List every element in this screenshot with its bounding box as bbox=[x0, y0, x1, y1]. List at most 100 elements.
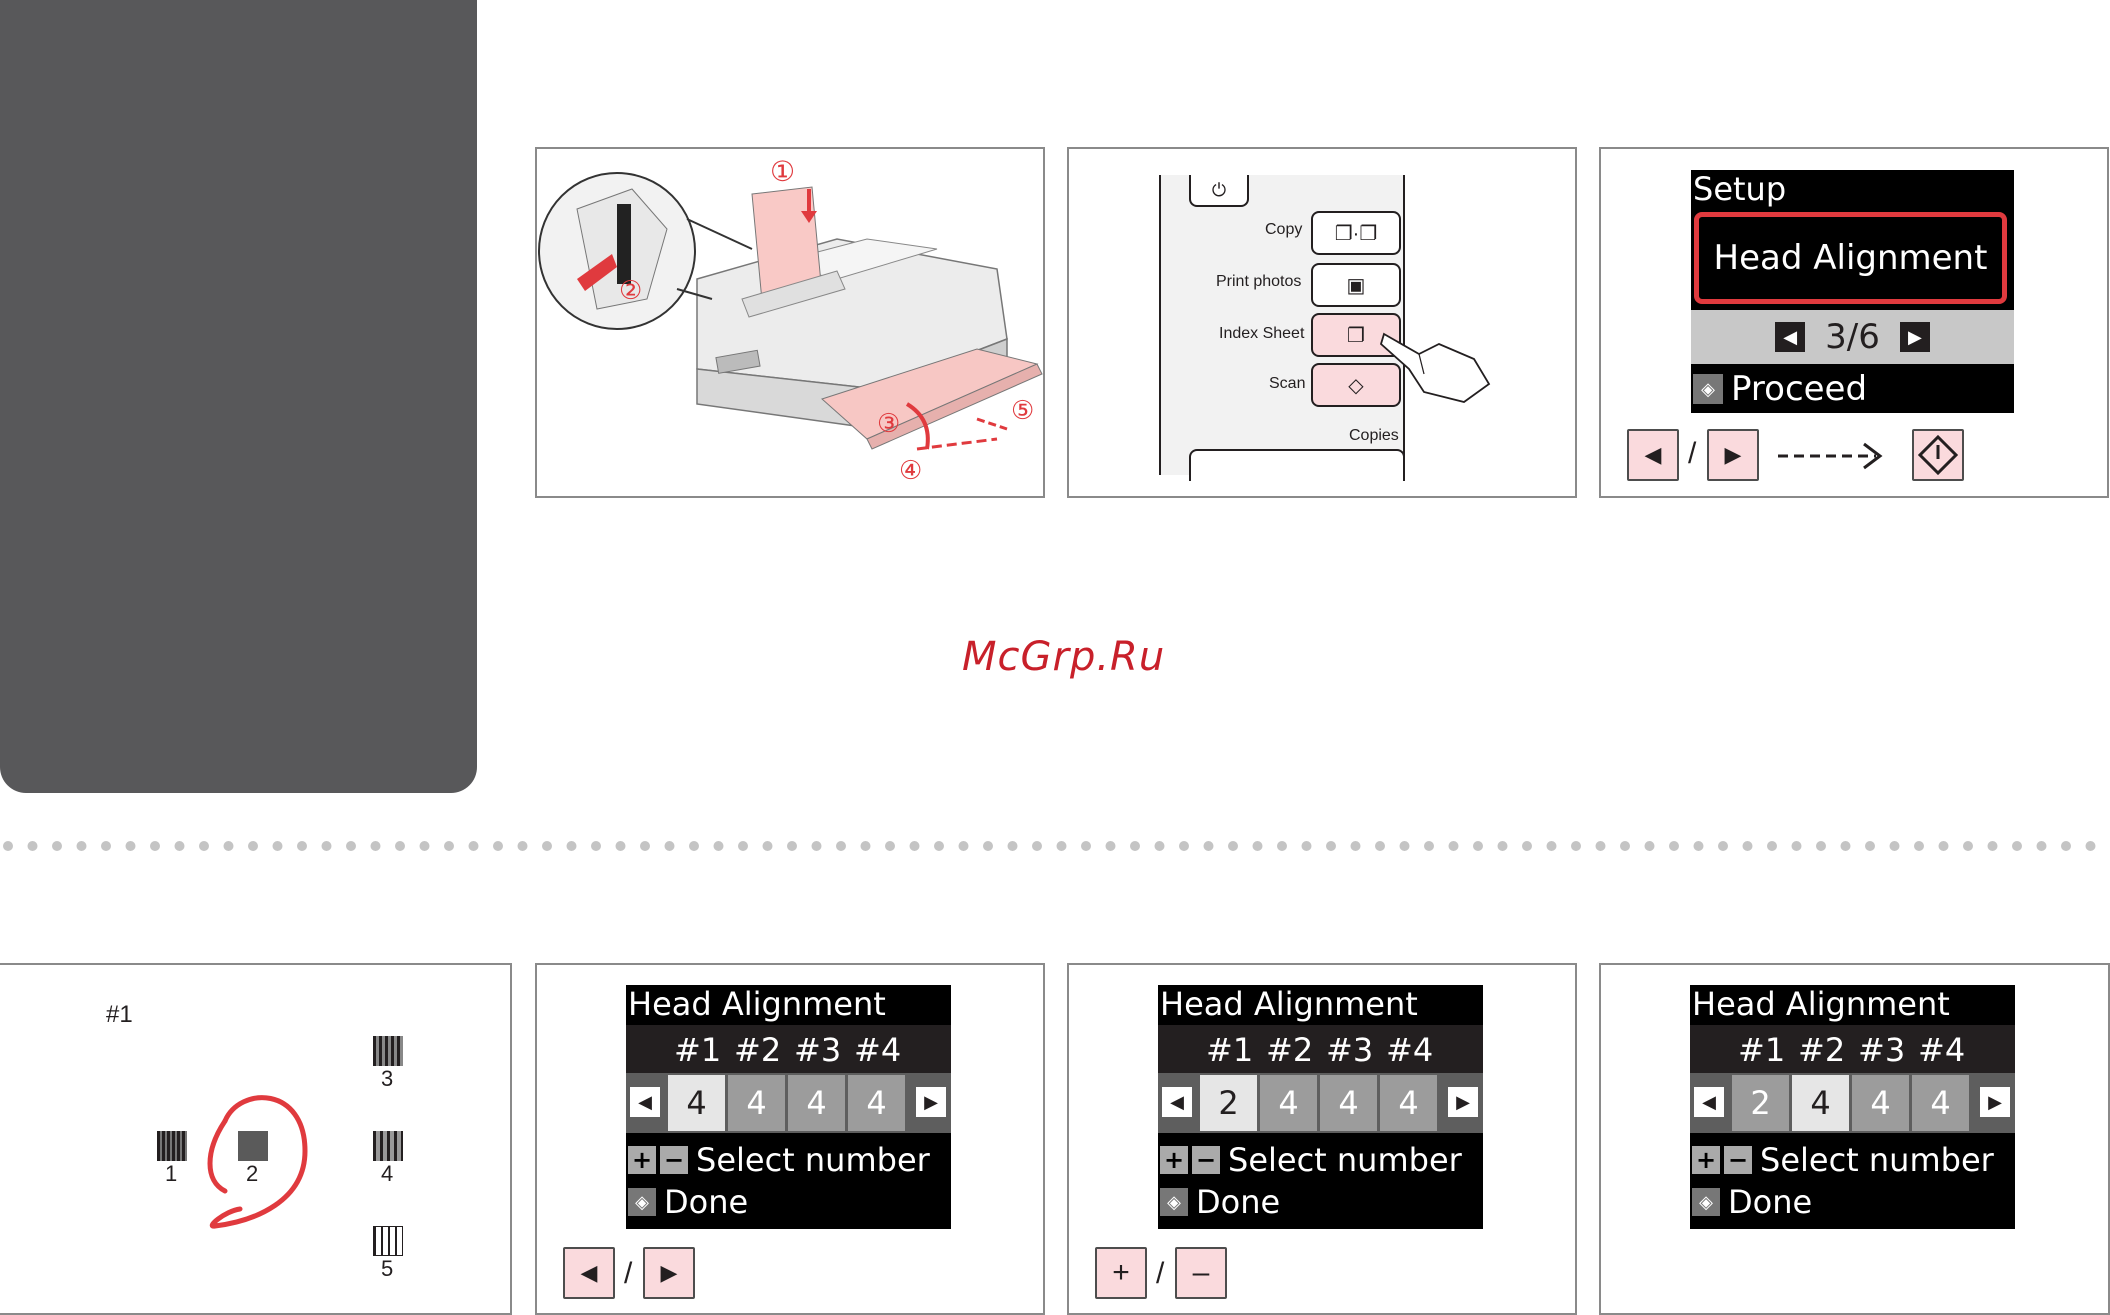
left-arrow-key[interactable]: ◀ bbox=[1627, 429, 1679, 481]
pattern-number-4: 4 bbox=[381, 1161, 394, 1186]
value-cell-3[interactable]: 4 bbox=[788, 1075, 845, 1131]
page-nav-bar: ◀ 3/6 ▶ bbox=[1691, 310, 2014, 364]
hint-row: + − Select number bbox=[1692, 1141, 1994, 1179]
hint-label: Select number bbox=[696, 1141, 930, 1179]
plus-key-label: + bbox=[1112, 1256, 1130, 1289]
head-alignment-title: Head Alignment bbox=[1692, 985, 1950, 1023]
scan-button[interactable]: ◇ bbox=[1311, 363, 1401, 407]
copies-label: Copies bbox=[1349, 427, 1399, 444]
pattern-1 bbox=[157, 1131, 187, 1161]
start-key[interactable] bbox=[1912, 429, 1964, 481]
photo-icon: ▣ bbox=[1346, 274, 1366, 297]
column-headers: #1 #2 #3 #4 bbox=[1690, 1025, 2015, 1073]
value-cell-1[interactable]: 4 bbox=[668, 1075, 725, 1131]
plus-key[interactable]: + bbox=[1095, 1247, 1147, 1299]
plus-icon: + bbox=[1160, 1146, 1188, 1174]
setup-title: Setup bbox=[1693, 170, 1787, 208]
panel-head-alignment-1: Head Alignment #1 #2 #3 #4 ◀ 4 4 4 4 ▶ +… bbox=[535, 963, 1045, 1315]
value-cell-2[interactable]: 4 bbox=[1792, 1075, 1849, 1131]
value-row: ◀ 2 4 4 4 ▶ bbox=[1158, 1073, 1483, 1133]
print-photos-button[interactable]: ▣ bbox=[1311, 263, 1401, 307]
pattern-number-3: 3 bbox=[381, 1066, 394, 1091]
value-cell-4[interactable]: 4 bbox=[1912, 1075, 1969, 1131]
hint-row: + − Select number bbox=[628, 1141, 930, 1179]
pattern-number-5: 5 bbox=[381, 1256, 394, 1281]
page-indicator: 3/6 bbox=[1825, 317, 1880, 357]
minus-key-label: – bbox=[1192, 1256, 1210, 1289]
minus-icon: − bbox=[660, 1146, 688, 1174]
panel-setup-screen: Setup Head Alignment ◀ 3/6 ▶ ◈ Proceed ◀… bbox=[1599, 147, 2109, 498]
header-4: #4 bbox=[1386, 1031, 1434, 1069]
done-start-icon: ◈ bbox=[1692, 1188, 1720, 1216]
dashed-arrow-icon bbox=[1778, 442, 1883, 470]
right-arrow-key[interactable]: ▶ bbox=[1707, 429, 1759, 481]
value-cell-1[interactable]: 2 bbox=[1200, 1075, 1257, 1131]
lcd-head-alignment-2: Head Alignment #1 #2 #3 #4 ◀ 2 4 4 4 ▶ +… bbox=[1158, 985, 1483, 1229]
left-arrow-key[interactable]: ◀ bbox=[563, 1247, 615, 1299]
minus-icon: − bbox=[1192, 1146, 1220, 1174]
value-left-icon: ◀ bbox=[1694, 1087, 1724, 1117]
plus-icon: + bbox=[628, 1146, 656, 1174]
selection-circle-mark bbox=[207, 1095, 308, 1229]
page-right-icon: ▶ bbox=[1899, 322, 1930, 352]
header-1: #1 bbox=[674, 1031, 722, 1069]
power-button[interactable]: ⏻ bbox=[1189, 175, 1249, 207]
plus-icon: + bbox=[1692, 1146, 1720, 1174]
column-headers: #1 #2 #3 #4 bbox=[626, 1025, 951, 1073]
pattern-number-1: 1 bbox=[165, 1161, 178, 1186]
done-start-icon: ◈ bbox=[628, 1188, 656, 1216]
minus-key[interactable]: – bbox=[1175, 1247, 1227, 1299]
panel-head-alignment-3: Head Alignment #1 #2 #3 #4 ◀ 2 4 4 4 ▶ +… bbox=[1599, 963, 2110, 1315]
index-sheet-label: Index Sheet bbox=[1219, 325, 1305, 342]
lcd-head-alignment-1: Head Alignment #1 #2 #3 #4 ◀ 4 4 4 4 ▶ +… bbox=[626, 985, 951, 1229]
pattern-2 bbox=[238, 1131, 268, 1161]
done-row: ◈ Done bbox=[1692, 1183, 1812, 1221]
done-label: Done bbox=[664, 1183, 749, 1221]
column-headers: #1 #2 #3 #4 bbox=[1158, 1025, 1483, 1073]
right-arrow-icon: ▶ bbox=[660, 1260, 678, 1285]
proceed-row: ◈ Proceed bbox=[1693, 368, 1867, 410]
pattern-label: #1 bbox=[106, 1001, 133, 1028]
value-right-icon: ▶ bbox=[1448, 1087, 1478, 1117]
value-cell-4[interactable]: 4 bbox=[848, 1075, 905, 1131]
header-4: #4 bbox=[854, 1031, 902, 1069]
value-cell-2[interactable]: 4 bbox=[1260, 1075, 1317, 1131]
step-3-label: ③ bbox=[877, 409, 900, 439]
minus-icon: − bbox=[1724, 1146, 1752, 1174]
start-icon bbox=[1918, 435, 1958, 475]
key-separator: / bbox=[1156, 1257, 1165, 1290]
value-cell-3[interactable]: 4 bbox=[1320, 1075, 1377, 1131]
start-icon-small: ◈ bbox=[1693, 374, 1723, 404]
value-cell-1[interactable]: 2 bbox=[1732, 1075, 1789, 1131]
done-label: Done bbox=[1728, 1183, 1813, 1221]
key-separator: / bbox=[624, 1257, 633, 1290]
pattern-5 bbox=[373, 1226, 403, 1256]
index-sheet-icon: ❐ bbox=[1347, 324, 1365, 347]
header-3: #3 bbox=[1858, 1031, 1906, 1069]
right-arrow-key[interactable]: ▶ bbox=[643, 1247, 695, 1299]
hint-label: Select number bbox=[1760, 1141, 1994, 1179]
menu-item-label: Head Alignment bbox=[1713, 238, 1988, 278]
value-cell-4[interactable]: 4 bbox=[1380, 1075, 1437, 1131]
pattern-4 bbox=[373, 1131, 403, 1161]
copy-icon: ❐·❐ bbox=[1334, 222, 1378, 245]
hint-row: + − Select number bbox=[1160, 1141, 1462, 1179]
value-cell-2[interactable]: 4 bbox=[728, 1075, 785, 1131]
pattern-3 bbox=[373, 1036, 403, 1066]
pattern-number-2: 2 bbox=[246, 1161, 259, 1186]
header-2: #2 bbox=[734, 1031, 782, 1069]
hint-label: Select number bbox=[1228, 1141, 1462, 1179]
panel-load-paper: ① ② ③ ④ ⑤ bbox=[535, 147, 1045, 498]
value-cell-3[interactable]: 4 bbox=[1852, 1075, 1909, 1131]
lcd-head-alignment-3: Head Alignment #1 #2 #3 #4 ◀ 2 4 4 4 ▶ +… bbox=[1690, 985, 2015, 1229]
copies-display bbox=[1189, 449, 1405, 481]
done-row: ◈ Done bbox=[1160, 1183, 1280, 1221]
copy-button[interactable]: ❐·❐ bbox=[1311, 211, 1401, 255]
value-left-icon: ◀ bbox=[630, 1087, 660, 1117]
menu-item-head-alignment[interactable]: Head Alignment bbox=[1694, 212, 2007, 304]
header-1: #1 bbox=[1738, 1031, 1786, 1069]
lcd-setup: Setup Head Alignment ◀ 3/6 ▶ ◈ Proceed bbox=[1691, 170, 2014, 413]
value-right-icon: ▶ bbox=[1980, 1087, 2010, 1117]
panel-alignment-pattern: #1 1 2 3 4 5 bbox=[0, 963, 512, 1315]
done-row: ◈ Done bbox=[628, 1183, 748, 1221]
